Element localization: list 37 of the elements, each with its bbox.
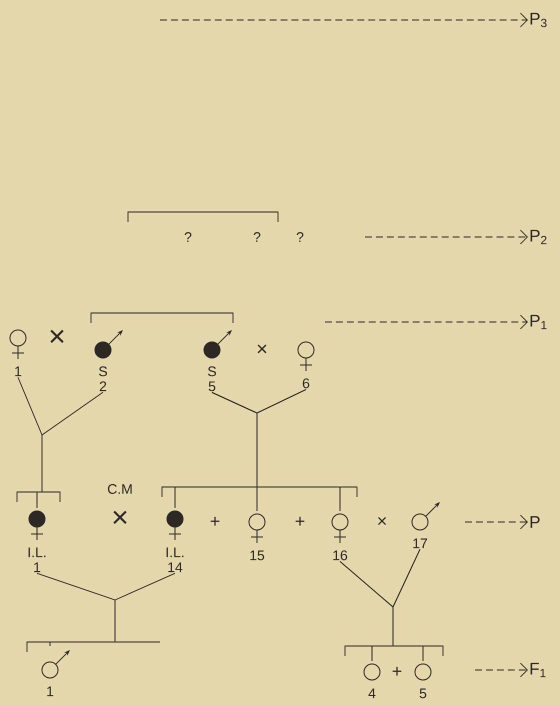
- arrow: [160, 12, 528, 28]
- arrow: [364, 230, 528, 244]
- pedigree-line: [50, 572, 176, 646]
- individual-label: 1: [47, 686, 54, 696]
- individual-label: 16: [333, 550, 348, 560]
- individual-label: I.L. 1: [28, 548, 46, 572]
- label-text: ?: [254, 232, 260, 242]
- generation-label: P$_{1}$: [530, 314, 546, 330]
- individual-label: 15: [250, 550, 264, 560]
- pedigree-line: [392, 548, 424, 662]
- arrow: [324, 314, 528, 330]
- label-text: +: [296, 516, 304, 526]
- cross-sign: ×: [113, 510, 127, 524]
- arrow: [464, 514, 528, 530]
- pedigree-line: [36, 392, 104, 508]
- label-text: ?: [296, 232, 304, 242]
- label-text: ?: [184, 232, 192, 242]
- label-text: +: [210, 516, 220, 526]
- cross-sign: ×: [50, 330, 64, 344]
- individual-label: 1: [15, 366, 22, 376]
- individual-label: 6: [302, 378, 310, 388]
- generation-label: P$_{3}$: [530, 12, 547, 28]
- label-text: C.M: [108, 484, 132, 494]
- individual-label: S 5: [208, 366, 216, 392]
- individual-label: S 2: [99, 366, 108, 392]
- generation-label: F$_{1}$: [530, 662, 546, 678]
- label-text: +: [392, 666, 402, 676]
- individual-label: I.L. 14: [166, 548, 184, 572]
- individual-label: 17: [413, 538, 428, 548]
- label-text: ×: [378, 517, 386, 526]
- generation-label: P$_{2}$: [530, 230, 546, 244]
- individual-label: 4: [368, 688, 376, 698]
- pedigree-line: [256, 389, 340, 512]
- cross-sign: ×: [258, 344, 266, 354]
- generation-label: P: [530, 516, 540, 528]
- individual-label: 5: [420, 688, 426, 698]
- arrow: [474, 662, 528, 678]
